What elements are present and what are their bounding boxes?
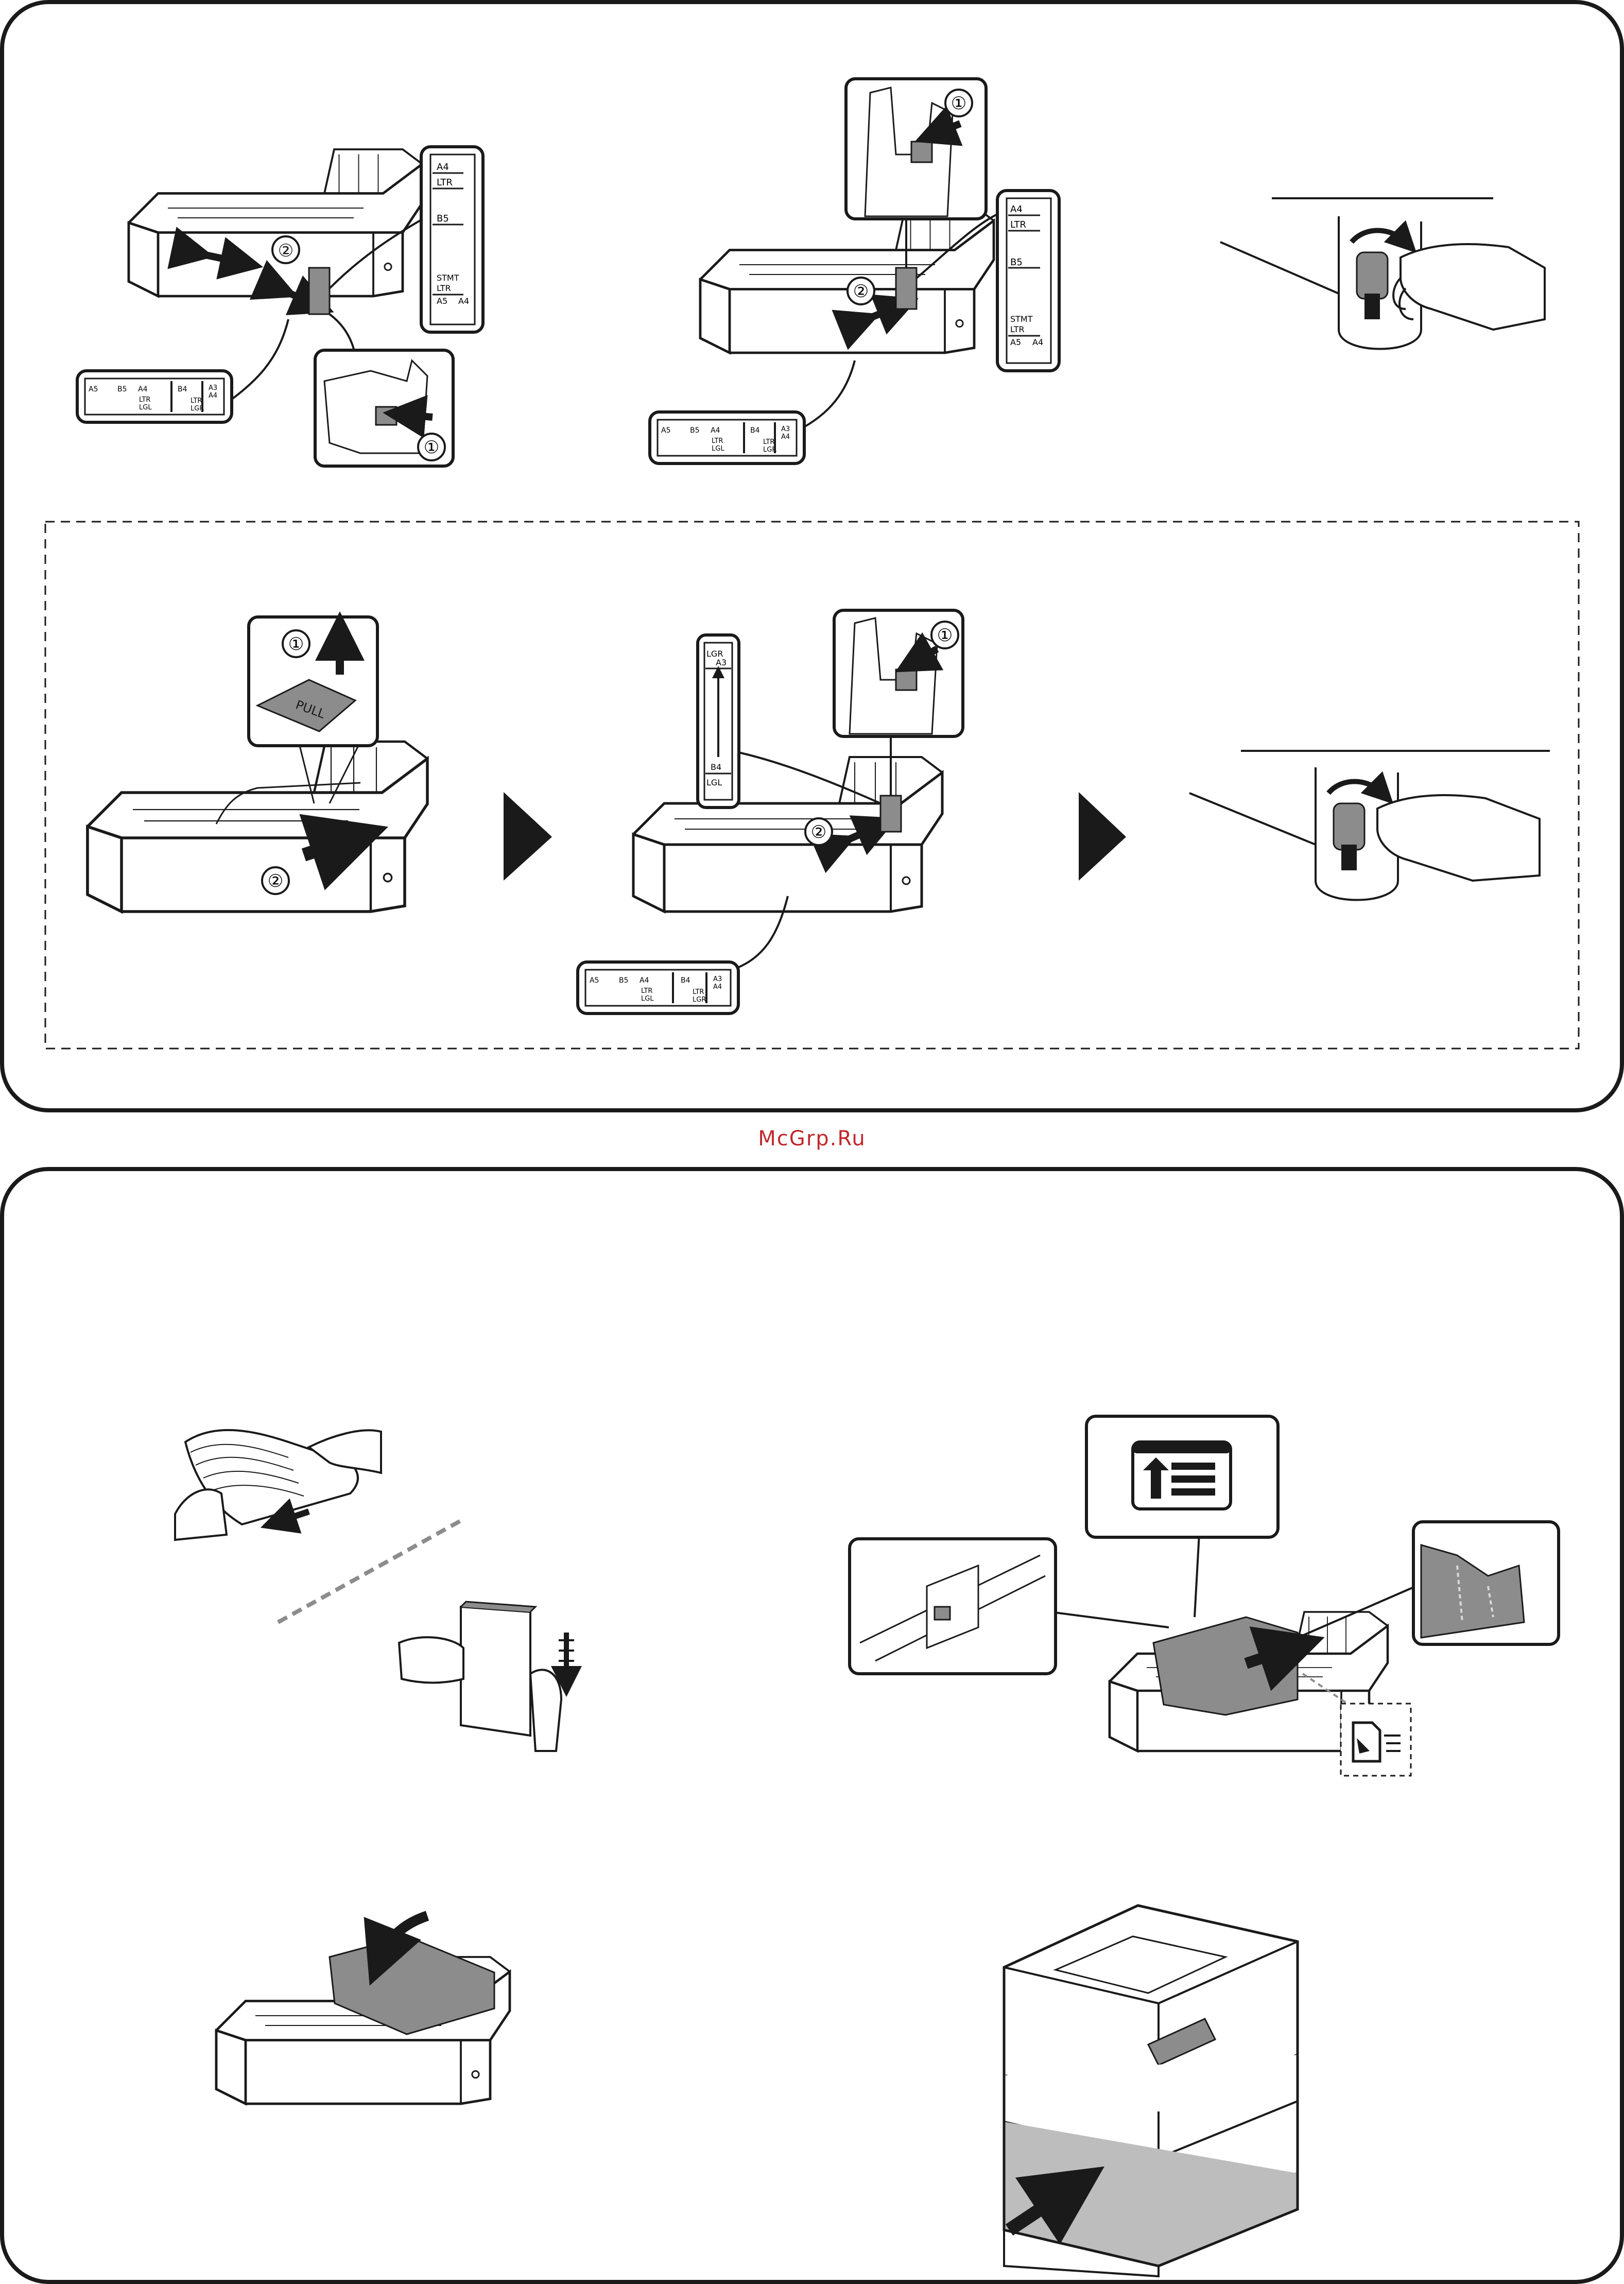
extension-step-1: ② <box>88 742 427 912</box>
svg-text:LTR: LTR <box>763 438 774 446</box>
svg-text:B5: B5 <box>437 213 449 224</box>
guide-detail-right <box>1413 1522 1559 1644</box>
step-b-callout-1: ① <box>951 93 966 114</box>
svg-text:A4: A4 <box>640 976 649 985</box>
svg-text:LTR: LTR <box>641 987 652 995</box>
svg-text:LTR: LTR <box>1010 219 1026 230</box>
svg-text:B4: B4 <box>750 426 760 435</box>
svg-text:A4: A4 <box>458 296 469 306</box>
svg-text:A4: A4 <box>713 983 722 991</box>
step-a-width-scale: A5 B5 A4 B4 A3 A4 LTR LGL LTR LGR <box>77 371 232 422</box>
svg-text:LGL: LGL <box>706 778 722 787</box>
size-dial-illustration <box>1220 198 1545 349</box>
svg-text:A4: A4 <box>781 433 790 441</box>
guide-detail-left <box>850 1539 1056 1674</box>
pull-tab-detail: PULL ① <box>249 617 377 746</box>
svg-text:A3: A3 <box>716 658 727 667</box>
svg-text:LTR: LTR <box>712 437 723 445</box>
paper-orientation-icon <box>1353 1723 1380 1761</box>
extension-callout-2: ② <box>268 871 283 891</box>
svg-text:A4: A4 <box>138 385 148 393</box>
svg-text:B5: B5 <box>619 976 629 985</box>
extension-callout-b2: ② <box>811 822 826 843</box>
svg-text:LTR: LTR <box>437 283 451 293</box>
extension-long-scale: LGR A3 B4 LGL <box>698 635 739 808</box>
step-b-length-scale: A4 LTR B5 STMT LTR A5 A4 <box>997 191 1059 371</box>
svg-text:B4: B4 <box>681 976 690 985</box>
svg-text:B4: B4 <box>178 385 187 393</box>
svg-text:A5: A5 <box>89 385 98 393</box>
watermark-text: McGrp.Ru <box>0 1127 1624 1150</box>
svg-text:A4: A4 <box>209 392 217 400</box>
fan-paper-illustration <box>175 1430 463 1622</box>
svg-text:LGL: LGL <box>641 995 654 1003</box>
svg-text:A5: A5 <box>437 296 447 306</box>
svg-text:A4: A4 <box>711 426 720 435</box>
svg-text:B5: B5 <box>117 385 127 393</box>
svg-text:A4: A4 <box>1032 337 1043 347</box>
svg-text:A5: A5 <box>1010 337 1021 347</box>
svg-text:A4: A4 <box>1010 204 1023 215</box>
svg-text:LGL: LGL <box>712 445 724 453</box>
svg-text:LGL: LGL <box>139 404 152 411</box>
svg-text:LTR: LTR <box>139 396 150 404</box>
step-a-length-scale: A4 LTR B5 STMT LTR A5 A4 <box>421 147 483 332</box>
close-cover-illustration <box>216 1916 510 2104</box>
svg-text:B5: B5 <box>690 426 700 435</box>
svg-text:A3: A3 <box>781 425 790 433</box>
svg-text:A3: A3 <box>713 975 722 983</box>
printer-insert-tray-illustration <box>1004 1905 1298 2276</box>
step-a-callout-2: ② <box>278 241 293 261</box>
step-a-lock-detail: ① <box>315 350 453 466</box>
max-fill-label-detail <box>1086 1416 1278 1537</box>
svg-text:STMT: STMT <box>1010 314 1033 324</box>
svg-text:LTR: LTR <box>437 177 453 188</box>
extension-callout-1: ① <box>288 634 304 655</box>
extension-callout-b1: ① <box>937 625 953 646</box>
sequence-arrow-1 <box>504 792 552 881</box>
align-stack-illustration <box>399 1602 574 1751</box>
svg-text:LTR: LTR <box>191 397 202 405</box>
step-b-width-scale: A5 B5 A4 B4 A3 A4 LTR LGL LTR LGR <box>650 412 804 463</box>
svg-text:STMT: STMT <box>437 273 459 283</box>
step-b-callout-2: ② <box>853 281 869 302</box>
svg-text:A4: A4 <box>437 162 449 173</box>
svg-text:LGR: LGR <box>693 996 706 1004</box>
svg-text:A5: A5 <box>661 426 670 435</box>
svg-text:B5: B5 <box>1010 257 1023 268</box>
top-panel-frame <box>2 2 1622 1110</box>
sequence-arrow-2 <box>1079 792 1126 881</box>
svg-text:A3: A3 <box>209 384 217 392</box>
svg-text:A5: A5 <box>590 976 599 985</box>
step-b-illustration: ② <box>700 206 1004 438</box>
extension-width-scale: A5 B5 A4 B4 A3 A4 LTR LGL LTR LGR <box>578 962 738 1014</box>
extension-step-2: ② <box>633 731 942 968</box>
svg-text:LTR: LTR <box>693 988 704 996</box>
extension-dial-illustration <box>1189 751 1550 900</box>
step-b-lock-detail: ① <box>846 79 986 219</box>
extension-lock-detail: ① <box>834 610 963 736</box>
paper-orientation-icon-box <box>1341 1704 1411 1776</box>
step-a-callout-1: ① <box>424 437 439 458</box>
svg-text:B4: B4 <box>711 762 721 772</box>
svg-text:LTR: LTR <box>1010 324 1025 334</box>
